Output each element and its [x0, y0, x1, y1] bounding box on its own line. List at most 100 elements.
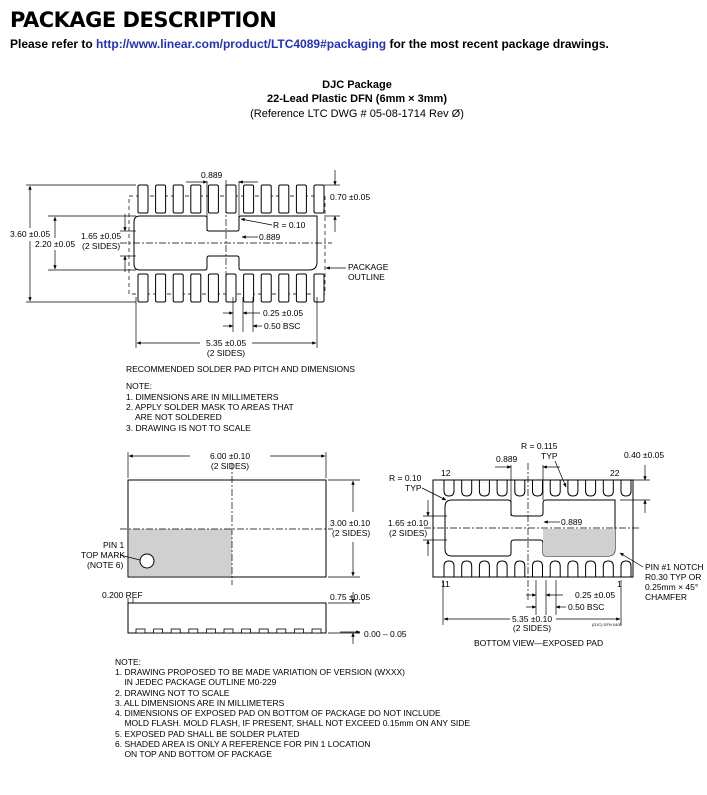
solder-pad-row-top	[137, 184, 325, 214]
note2-line: 1. DRAWING PROPOSED TO BE MADE VARIATION…	[115, 667, 405, 677]
dim-220: 2.20 ±0.05	[35, 239, 75, 249]
dim-0889-top: 0.889	[201, 170, 223, 180]
bottom-pads-bottom	[443, 560, 632, 577]
side-lead	[223, 628, 234, 634]
solder-pad	[190, 184, 202, 214]
solder-pad	[207, 273, 219, 303]
bottom-pads-top	[443, 480, 632, 497]
solder-pad	[172, 184, 184, 214]
bottom-pad	[514, 560, 526, 577]
solder-pad	[225, 184, 237, 214]
dim-050: 0.50 BSC	[568, 602, 604, 612]
notch-label-line: 0.25mm × 45°	[645, 582, 698, 592]
package-outline-label-2: OUTLINE	[348, 272, 385, 282]
dim-0889-mid: 0.889	[259, 232, 281, 242]
refer-line: Please refer to http://www.linear.com/pr…	[10, 37, 609, 51]
pin-label-1: 1	[617, 579, 622, 589]
note-line: ARE NOT SOLDERED	[126, 412, 222, 422]
package-name: DJC Package	[322, 79, 392, 91]
dim-typ-b: TYP	[405, 483, 422, 493]
bottom-view-caption: BOTTOM VIEW—EXPOSED PAD	[474, 638, 603, 648]
dim-535: 5.35 ±0.05	[206, 338, 246, 348]
side-lead	[205, 628, 216, 634]
side-lead	[276, 628, 287, 634]
pin1-top-mark	[139, 553, 155, 569]
note2-line: 4. DIMENSIONS OF EXPOSED PAD ON BOTTOM O…	[115, 708, 441, 718]
dim-600-note: (2 SIDES)	[211, 461, 249, 471]
package-reference: (Reference LTC DWG # 05-08-1714 Rev Ø)	[250, 108, 464, 120]
solder-pad	[260, 273, 272, 303]
page-heading: PACKAGE DESCRIPTION	[10, 8, 277, 32]
dim-300-note: (2 SIDES)	[332, 528, 370, 538]
bottom-pad	[549, 560, 561, 577]
notes-title: NOTE:	[126, 381, 152, 391]
side-lead	[241, 628, 252, 634]
package-notes: NOTE: 1. DRAWING PROPOSED TO BE MADE VAR…	[115, 657, 470, 759]
dim-535-note: (2 SIDES)	[207, 348, 245, 358]
dim-040: 0.40 ±0.05	[624, 450, 664, 460]
bottom-pad	[496, 480, 508, 497]
dim-165-note: (2 SIDES)	[82, 241, 120, 251]
solder-pad	[155, 184, 167, 214]
bottom-pad	[532, 480, 543, 497]
solder-pad-notes: NOTE: 1. DIMENSIONS ARE IN MILLIMETERS 2…	[126, 381, 294, 433]
dim-360: 3.60 ±0.05	[10, 229, 50, 239]
dim-165-note: (2 SIDES)	[389, 528, 427, 538]
package-drawings-link[interactable]: http://www.linear.com/product/LTC4089#pa…	[96, 37, 387, 51]
side-view-body	[127, 602, 327, 634]
solder-pad	[278, 184, 290, 214]
side-lead	[135, 628, 146, 634]
note2-line: 2. DRAWING NOT TO SCALE	[115, 688, 230, 698]
dim-r0115: R = 0.115	[521, 441, 558, 451]
pin1-label-line: TOP MARK	[81, 550, 125, 560]
note2-line: 6. SHADED AREA IS ONLY A REFERENCE FOR P…	[115, 739, 371, 749]
dim-r010: R = 0.10	[273, 220, 306, 230]
bottom-pad	[514, 480, 526, 497]
solder-pad	[278, 273, 290, 303]
refer-prefix: Please refer to	[10, 37, 97, 51]
bottom-pad	[443, 560, 455, 577]
dim-165: 1.65 ±0.05	[81, 231, 121, 241]
dim-070: 0.70 ±0.05	[330, 192, 370, 202]
dim-0200: 0.200 REF	[102, 590, 143, 600]
solder-pad	[313, 184, 325, 214]
package-subtitle: 22-Lead Plastic DFN (6mm × 3mm)	[267, 93, 447, 105]
solder-pad-caption: RECOMMENDED SOLDER PAD PITCH AND DIMENSI…	[126, 364, 355, 374]
solder-pad	[137, 184, 149, 214]
bottom-pad	[461, 560, 473, 577]
bottom-pad	[532, 560, 543, 577]
note2-line: 3. ALL DIMENSIONS ARE IN MILLIMETERS	[115, 698, 285, 708]
pin-label-12: 12	[441, 468, 451, 478]
bottom-pad	[496, 560, 508, 577]
solder-pad	[207, 184, 219, 214]
pin1-label-line: (NOTE 6)	[87, 560, 124, 570]
solder-pad	[172, 273, 184, 303]
note-line: 1. DIMENSIONS ARE IN MILLIMETERS	[126, 392, 279, 402]
package-outline-label-1: PACKAGE	[348, 262, 389, 272]
solder-pad	[225, 273, 237, 303]
note-line: 2. APPLY SOLDER MASK TO AREAS THAT	[126, 402, 294, 412]
dim-165: 1.65 ±0.10	[388, 518, 428, 528]
dim-535: 5.35 ±0.10	[512, 614, 552, 624]
solder-pad-row-bottom	[137, 273, 325, 303]
side-lead	[311, 628, 322, 634]
dim-535-note: (2 SIDES)	[513, 623, 551, 633]
solder-pad	[243, 273, 255, 303]
note2-line: IN JEDEC PACKAGE OUTLINE M0-229	[115, 677, 277, 687]
bottom-pad	[620, 480, 632, 497]
solder-pad	[313, 273, 325, 303]
bottom-pad	[478, 560, 490, 577]
dim-075: 0.75 ±0.05	[330, 592, 370, 602]
exposed-pad-shaded	[543, 529, 615, 556]
solder-pad	[260, 184, 272, 214]
refer-suffix: for the most recent package drawings.	[386, 37, 609, 51]
dim-r010: R = 0.10	[389, 473, 422, 483]
dim-300: 3.00 ±0.10	[330, 518, 370, 528]
exposed-pad-land	[133, 215, 318, 271]
package-body	[127, 479, 327, 578]
bottom-pad	[585, 560, 597, 577]
note2-line: 5. EXPOSED PAD SHALL BE SOLDER PLATED	[115, 729, 300, 739]
drawing-code: (DJC) DFN 0405	[592, 622, 623, 627]
bottom-view-drawing: 12 22 11 1 R = 0.115 TYP 0.889 0.40 ±0.0…	[388, 441, 704, 648]
dim-025: 0.25 ±0.05	[575, 590, 615, 600]
